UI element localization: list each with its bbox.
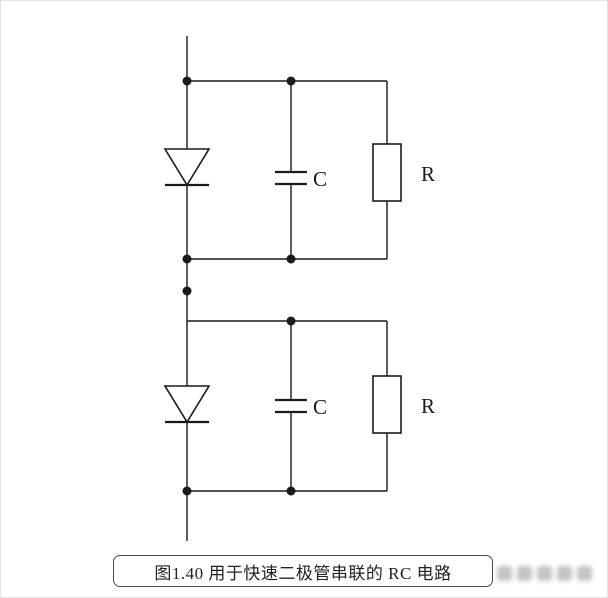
circuit2-resistor-label: R xyxy=(421,394,435,418)
circuit2-capacitor xyxy=(275,398,307,414)
junction-dot xyxy=(286,76,296,86)
circuit2-resistor xyxy=(372,375,402,434)
watermark-smudge xyxy=(487,557,601,589)
junction-dot xyxy=(182,76,192,86)
circuit1-capacitor xyxy=(275,170,307,186)
junction-dot xyxy=(182,486,192,496)
diode-triangle xyxy=(163,385,211,424)
diode-triangle xyxy=(163,148,211,187)
junction-dot xyxy=(286,486,296,496)
circuit2-diode xyxy=(163,385,211,424)
circuit2-capacitor-label: C xyxy=(313,395,327,419)
circuit1-resistor-label: R xyxy=(421,162,435,186)
circuit-diagram: C R C R xyxy=(163,36,435,541)
circuit1-resistor xyxy=(372,143,402,202)
figure-caption: 图1.40 用于快速二极管串联的 RC 电路 xyxy=(154,563,452,583)
circuit1-capacitor-label: C xyxy=(313,167,327,191)
junction-dot xyxy=(182,254,192,264)
junction-dot xyxy=(286,254,296,264)
junction-dot xyxy=(182,286,192,296)
junction-dot xyxy=(286,316,296,326)
circuit1-diode xyxy=(163,148,211,187)
figure-caption-box: 图1.40 用于快速二极管串联的 RC 电路 xyxy=(113,555,493,587)
